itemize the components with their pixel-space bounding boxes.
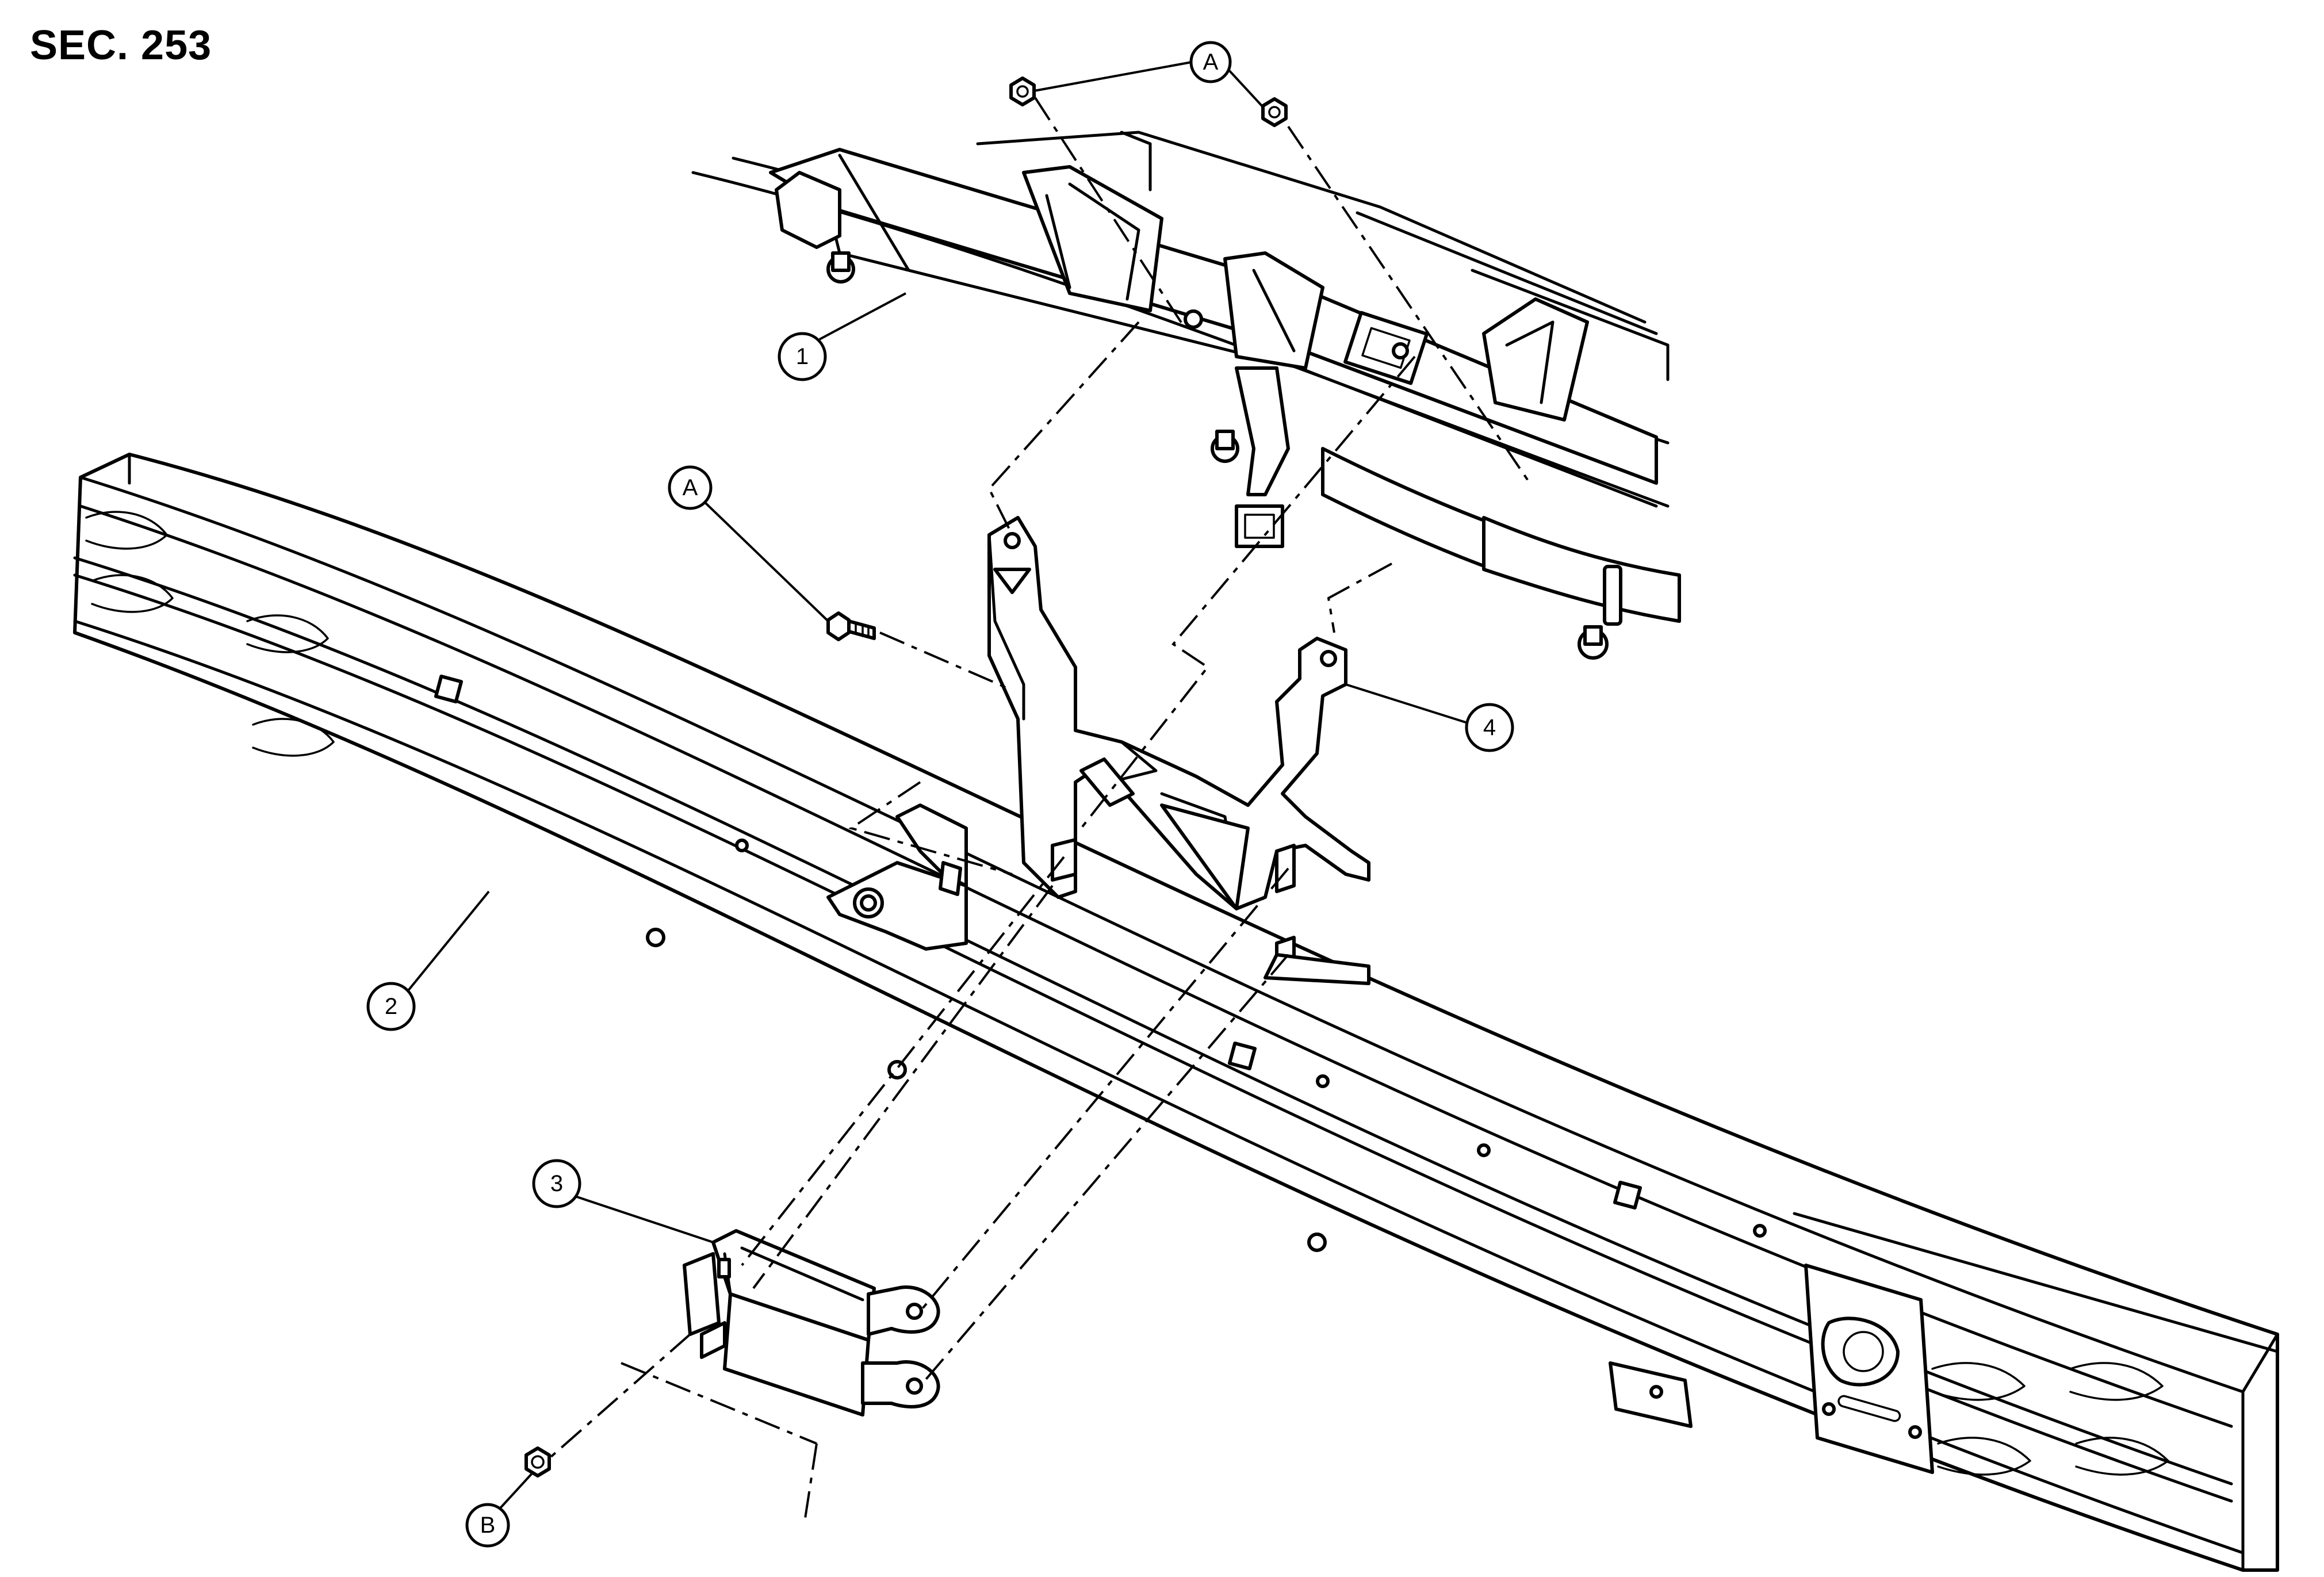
fastener-a-nut-left <box>1009 76 1036 106</box>
callout-1-label: 1 <box>796 344 809 369</box>
callout-a-nuts: A <box>1033 41 1264 108</box>
callout-2-label: 2 <box>385 994 397 1019</box>
callout-2: 2 <box>366 890 490 1031</box>
bumper-reinforcement <box>73 453 2279 1572</box>
callout-4-label: 4 <box>1483 715 1496 740</box>
callout-3-label: 3 <box>550 1171 563 1196</box>
callout-4: 4 <box>1345 683 1514 752</box>
callout-b: B <box>465 1472 533 1548</box>
callout-a-nuts-label: A <box>1203 49 1219 75</box>
callout-1: 1 <box>778 292 906 381</box>
fastener-a-nut-right <box>1261 97 1288 127</box>
sensor-bracket <box>987 516 1370 985</box>
section-label: SEC. 253 <box>30 22 212 68</box>
callout-a-bolt: A <box>668 465 829 622</box>
fastener-b-nut <box>524 1446 551 1478</box>
callout-a-bolt-label: A <box>683 475 698 500</box>
sensor-module <box>683 1229 940 1417</box>
callout-3: 3 <box>532 1159 714 1243</box>
callout-b-label: B <box>480 1513 496 1538</box>
upper-support-assembly <box>691 131 1681 660</box>
fastener-a-bolt <box>826 611 876 641</box>
installation-guide-lines <box>545 97 1531 1519</box>
bumper-bracket <box>826 803 968 951</box>
